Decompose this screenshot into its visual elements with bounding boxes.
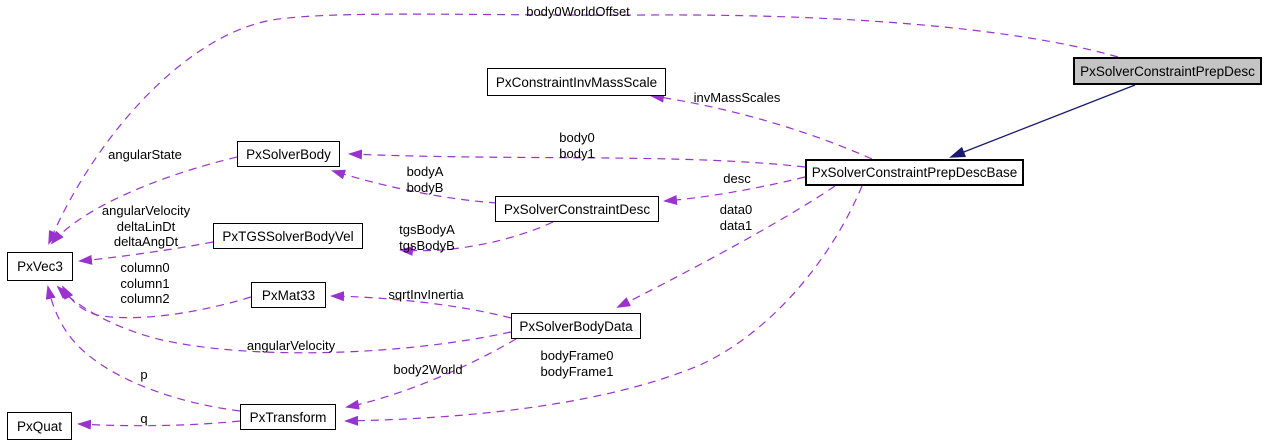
edge-label-angular-velocity: angularVelocity xyxy=(246,338,336,353)
edge-desc xyxy=(663,176,806,206)
edge-vel-block xyxy=(78,241,214,265)
edge-label-p: p xyxy=(140,367,148,382)
node-px-mat33[interactable]: PxMat33 xyxy=(251,282,326,308)
edge-tgs-body-a-b xyxy=(399,221,554,256)
node-px-transform[interactable]: PxTransform xyxy=(240,404,336,430)
edge-inv-mass-scales xyxy=(650,92,873,160)
edge-label-body-frames: bodyFrame0 bodyFrame1 xyxy=(540,348,614,379)
edge-p xyxy=(45,285,241,412)
edge-label-columns: column0 column1 column2 xyxy=(120,260,170,306)
node-px-solver-constraint-desc[interactable]: PxSolverConstraintDesc xyxy=(495,196,659,222)
edge-label-body2-world: body2World xyxy=(393,362,463,377)
edge-q xyxy=(77,419,241,430)
edge-label-body-a-body-b: bodyA bodyB xyxy=(406,164,444,195)
edge-angular-state xyxy=(50,156,238,245)
node-px-solver-body-data[interactable]: PxSolverBodyData xyxy=(511,313,641,339)
node-px-solver-constraint-prep-desc-base[interactable]: PxSolverConstraintPrepDescBase xyxy=(805,159,1024,186)
edge-body2-world xyxy=(345,338,517,410)
node-px-tgs-solver-body-vel[interactable]: PxTGSSolverBodyVel xyxy=(213,223,363,249)
node-px-constraint-inv-mass-scale[interactable]: PxConstraintInvMassScale xyxy=(487,68,666,96)
edge-label-vel-block: angularVelocity deltaLinDt deltaAngDt xyxy=(101,203,191,249)
edge-label-desc: desc xyxy=(723,171,751,186)
edge-body-a-body-b xyxy=(331,169,498,204)
edge-label-inv-mass-scales: invMassScales xyxy=(693,90,781,105)
edge-label-angular-state: angularState xyxy=(108,147,182,162)
edge-label-sqrt-inv-inertia: sqrtInvInertia xyxy=(388,287,464,302)
node-px-vec3[interactable]: PxVec3 xyxy=(7,252,73,281)
edge-body0-body1 xyxy=(348,149,806,168)
edge-label-data0-data1: data0 data1 xyxy=(719,202,753,233)
edge-body-frames xyxy=(344,185,863,426)
edge-inheritance xyxy=(949,84,1136,158)
edge-label-tgs-body-a-b: tgsBodyA tgsBodyB xyxy=(399,222,455,253)
node-px-solver-constraint-prep-desc[interactable]: PxSolverConstraintPrepDesc xyxy=(1073,57,1262,85)
node-px-solver-body[interactable]: PxSolverBody xyxy=(237,141,340,167)
edge-label-q: q xyxy=(140,411,148,426)
edge-columns xyxy=(62,285,252,319)
edge-angular-velocity xyxy=(56,285,512,354)
edge-sqrt-inv-inertia xyxy=(330,291,512,319)
edge-label-body0-body1: body0 body1 xyxy=(559,130,595,161)
edge-label-body0-world-offset: body0WorldOffset xyxy=(526,4,630,19)
node-px-quat[interactable]: PxQuat xyxy=(7,412,72,440)
